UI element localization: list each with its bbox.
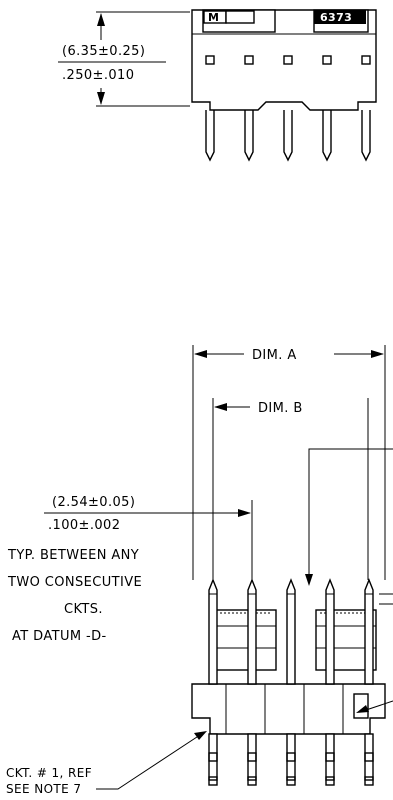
pitch-imperial-label: .100±.002 xyxy=(48,518,120,533)
logo-box-blank xyxy=(225,10,255,24)
front-pin xyxy=(286,578,296,786)
part-number-band xyxy=(314,10,366,24)
height-arrow-up-icon xyxy=(97,13,105,26)
height-metric-label: (6.35±0.25) xyxy=(62,44,145,59)
front-pin-row xyxy=(208,578,374,786)
datum-leader-arrow-icon xyxy=(305,574,313,586)
top-pin xyxy=(244,110,254,162)
ckt-ref-line-1: CKT. # 1, REF xyxy=(6,766,92,780)
datum-leader-line xyxy=(308,448,393,583)
front-view: DIM. A DIM. B (2.54±0.05) .100±.002 TYP.… xyxy=(6,345,393,796)
shroud-left xyxy=(215,609,277,671)
ckt-ref-arrow-icon xyxy=(194,731,207,740)
contact-square xyxy=(322,55,332,65)
dim-b-label: DIM. B xyxy=(258,401,303,416)
front-pin xyxy=(208,578,218,786)
pitch-note-line-4: AT DATUM -D- xyxy=(12,629,107,644)
top-pin xyxy=(283,110,293,162)
pitch-note-line-1: TYP. BETWEEN ANY xyxy=(7,548,139,563)
top-pin-row xyxy=(205,110,371,162)
contact-square-row xyxy=(205,55,371,65)
front-pin xyxy=(247,578,257,786)
ckt-ref-line-2: SEE NOTE 7 xyxy=(6,782,81,796)
top-pin xyxy=(322,110,332,162)
top-pin xyxy=(205,110,215,162)
dim-b-arrow-left-icon xyxy=(214,403,227,411)
base-housing xyxy=(191,683,386,735)
front-pin xyxy=(325,578,335,786)
pitch-note-line-3: CKTS. xyxy=(64,602,103,617)
contact-square xyxy=(361,55,371,65)
contact-square xyxy=(205,55,215,65)
pitch-arrow-right-icon xyxy=(238,509,251,517)
top-housing-outline xyxy=(191,9,377,111)
shroud-right xyxy=(315,609,377,671)
top-pin xyxy=(361,110,371,162)
pitch-metric-label: (2.54±0.05) xyxy=(52,495,135,510)
contact-square xyxy=(244,55,254,65)
ckt-ref-leader-line xyxy=(96,732,204,790)
dim-a-arrow-left-icon xyxy=(194,350,207,358)
height-arrow-down-icon xyxy=(97,92,105,105)
pitch-note-line-2: TWO CONSECUTIVE xyxy=(7,575,142,590)
height-imperial-label: .250±.010 xyxy=(62,68,134,83)
logo-marking: M xyxy=(208,11,219,24)
polarization-key xyxy=(353,693,369,719)
housing-leader-arrow-icon xyxy=(356,705,369,713)
top-view: (6.35±0.25) .250±.010 M 6373 xyxy=(58,9,377,162)
front-pin xyxy=(364,578,374,786)
dim-a-label: DIM. A xyxy=(252,348,297,363)
contact-square xyxy=(283,55,293,65)
dim-a-arrow-right-icon xyxy=(371,350,384,358)
part-number-marking: 6373 xyxy=(320,11,352,24)
